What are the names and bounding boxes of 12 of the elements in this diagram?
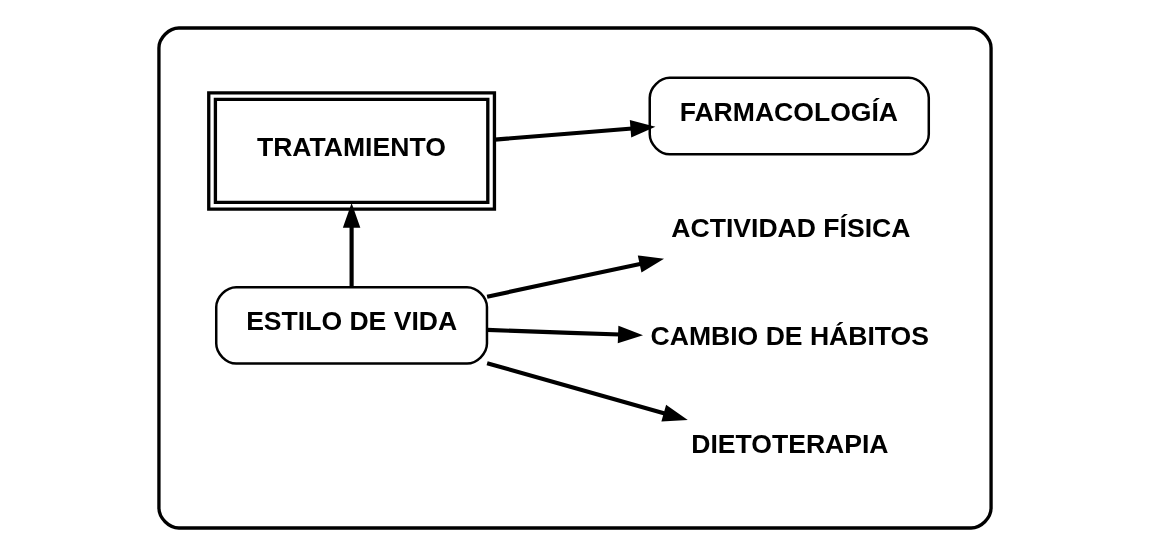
- arrow: [486, 255, 664, 299]
- node-box: FARMACOLOGÍA: [648, 76, 930, 156]
- cluster: [156, 26, 993, 530]
- arrow: [486, 325, 643, 344]
- arrow: [494, 119, 655, 142]
- node-box: TRATAMIENTO: [206, 91, 496, 211]
- arrow: [486, 361, 688, 422]
- arrow: [342, 202, 360, 287]
- node-text: DIETOTERAPIA: [690, 428, 889, 459]
- node-box: ESTILO DE VIDA: [214, 285, 488, 365]
- node-text: ACTIVIDAD FÍSICA: [670, 212, 910, 243]
- node-text: CAMBIO DE HÁBITOS: [650, 320, 929, 351]
